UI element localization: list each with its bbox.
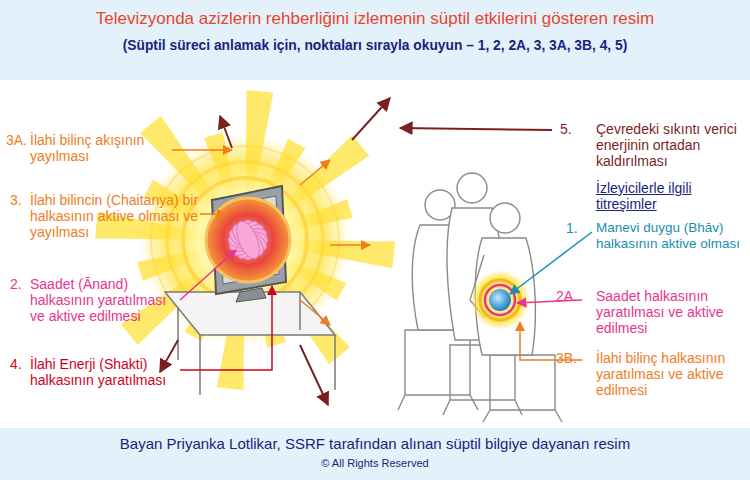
chaitanya-ring (480, 280, 520, 320)
callout-label: İlahi bilinç akışının yayılması (30, 132, 180, 164)
chair (398, 330, 478, 410)
leader-line (180, 250, 236, 300)
callout-label: 3B. (556, 350, 586, 366)
viewer-head (490, 203, 520, 233)
title: Televizyonda azizlerin rehberliğini izle… (0, 9, 750, 29)
callout-label: Çevredeki sıkıntı verici enerjinin ortad… (596, 121, 744, 169)
callout-label: İlahi bilinç halkasının yaratılması ve a… (596, 350, 744, 398)
flow-arrow (300, 300, 330, 325)
callout-label: İlahi bilincin (Chaitanya) bir halkasını… (30, 192, 218, 240)
callout-label: 3A. (6, 132, 30, 148)
anand-flower (226, 218, 270, 262)
leader-line (510, 232, 592, 294)
petal (232, 218, 264, 262)
bhav-ring (489, 289, 511, 311)
callout-label: 3. (10, 192, 30, 208)
callout-label: 4. (10, 356, 30, 372)
leader-line (400, 128, 552, 130)
leader-line (172, 149, 232, 151)
radiating-arrow (352, 98, 390, 140)
chaitanya-ring (151, 146, 339, 334)
leader-line (180, 286, 272, 370)
anand-ring (485, 285, 515, 315)
top-band (0, 0, 750, 80)
callout-label: 2A. (556, 288, 586, 304)
chest-glow (470, 270, 530, 330)
chair (483, 355, 562, 422)
viewers (398, 173, 562, 422)
flow-arrow (330, 244, 370, 246)
glow (140, 135, 350, 345)
callout-label: İzleyicilerle ilgili titreşimler (596, 180, 744, 212)
callout-label: Saadet (Ānand) halkasının yaratılması ve… (30, 276, 180, 324)
radiating-arrow (220, 116, 232, 148)
callout-label: 2. (10, 276, 30, 292)
viewer-head (457, 173, 487, 203)
table-legs (178, 292, 335, 395)
flow-arrow (300, 160, 330, 185)
copyright: © All Rights Reserved (0, 457, 750, 470)
radiating-arrow (160, 340, 178, 372)
callout-label: Manevi duygu (Bhāv) halkasının aktive ol… (596, 220, 744, 251)
bottom-band (0, 428, 750, 480)
chaitanya-ring (183, 178, 307, 302)
caption: Bayan Priyanka Lotlikar, SSRF tarafından… (0, 435, 750, 452)
callout-label: 5. (560, 121, 582, 137)
shakti-ring (206, 198, 290, 282)
leader-line (200, 213, 226, 215)
callout-label: İlahi Enerji (Shakti) halkasının yaratıl… (30, 356, 190, 388)
radiating-arrow (300, 345, 328, 405)
callout-label: Saadet halkasının yaratılması ve aktive … (596, 288, 744, 336)
tv-stand (236, 288, 266, 302)
callout-label: 1. (566, 220, 588, 236)
subtitle: (Süptil süreci anlamak için, noktaları s… (0, 38, 750, 54)
